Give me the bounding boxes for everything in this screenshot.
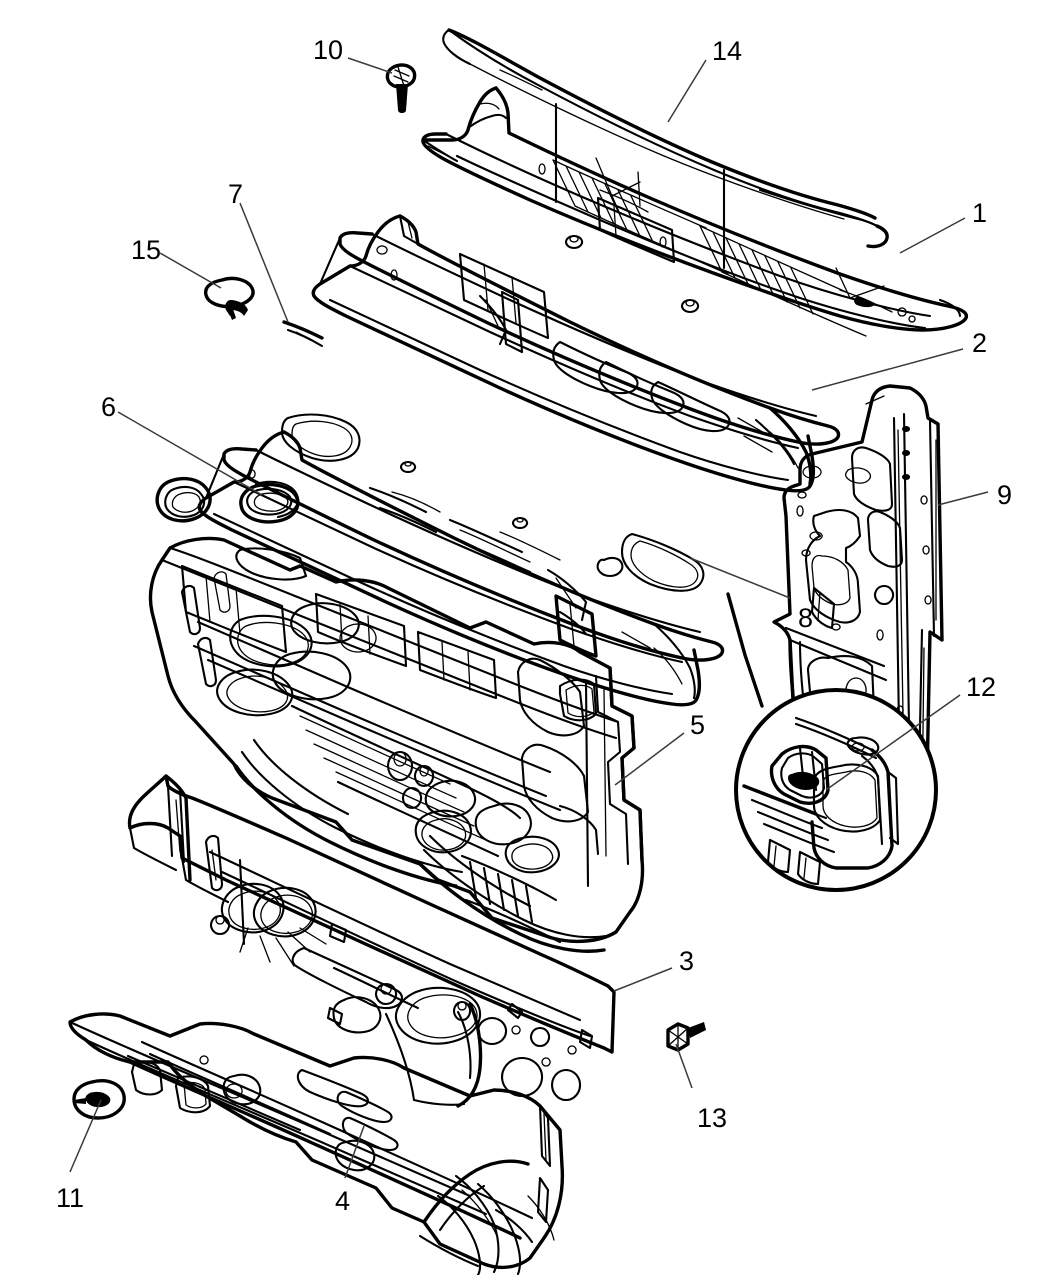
- callout-14: 14: [712, 36, 743, 66]
- part-dash-panel-lower-reinforcement: [127, 774, 616, 1108]
- callout-leader-lines: [69, 57, 989, 1179]
- part-cowl-plenum-grille-panel: [421, 86, 969, 337]
- part-dash-panel-assembly: [148, 536, 645, 953]
- detail-view-circle: [734, 688, 938, 892]
- callout-15: 15: [131, 235, 162, 265]
- callout-3: 3: [679, 946, 695, 976]
- part-push-pin-clip-fastener: [203, 276, 255, 320]
- part-oval-grommet-plug: [155, 476, 212, 523]
- callout-12: 12: [966, 672, 997, 702]
- part-cowl-lower-panel: [197, 413, 725, 707]
- part-hex-flange-screw: [385, 63, 417, 113]
- callout-13: 13: [697, 1103, 728, 1133]
- callout-8: 8: [798, 603, 814, 633]
- callout-9: 9: [997, 480, 1013, 510]
- callout-2: 2: [972, 328, 988, 358]
- part-dash-panel-insulation-pad: [68, 1012, 565, 1275]
- part-hex-head-bolt: [666, 1022, 706, 1052]
- callout-4: 4: [335, 1186, 351, 1216]
- part-cowl-side-panel-bracket: [282, 320, 324, 348]
- assembly-alignment-lines: [554, 102, 726, 270]
- part-push-in-retainer-washer: [72, 1079, 126, 1120]
- part-cowl-weatherstrip-seal: [442, 28, 889, 249]
- callout-10: 10: [313, 35, 344, 65]
- part-cowl-upper-panel: [311, 214, 841, 493]
- callout-5: 5: [690, 710, 706, 740]
- callout-6: 6: [101, 392, 117, 422]
- callout-11: 11: [56, 1183, 85, 1213]
- callout-1: 1: [972, 198, 988, 228]
- callout-7: 7: [228, 179, 244, 209]
- part-round-grommet-plug: [239, 480, 300, 524]
